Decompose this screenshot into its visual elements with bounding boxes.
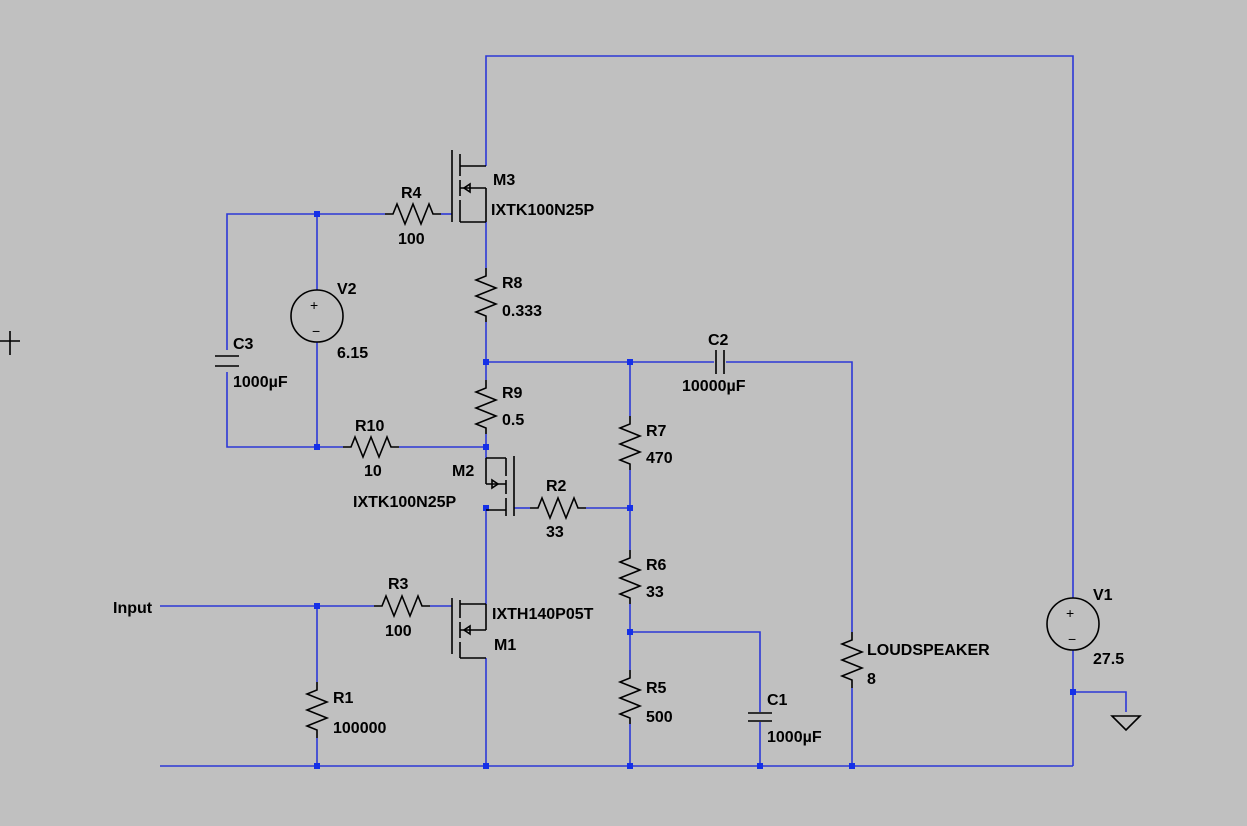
junction [627, 763, 633, 769]
resistor-r9[interactable] [473, 380, 499, 434]
mosfet-m1[interactable] [451, 598, 487, 659]
resistor-r7[interactable] [617, 416, 643, 470]
wire-c3-bottom[interactable] [226, 372, 343, 448]
loudspeaker-ref: LOUDSPEAKER [867, 642, 990, 659]
junction [483, 444, 489, 450]
wire-top-rail[interactable] [485, 55, 1074, 598]
junction [314, 444, 320, 450]
r7-value: 470 [646, 450, 673, 467]
resistor-loudspeaker[interactable] [839, 632, 865, 688]
junction [627, 629, 633, 635]
r8-ref: R8 [502, 275, 523, 292]
v2-ref: V2 [337, 281, 357, 298]
c3-ref: C3 [233, 336, 254, 353]
voltage-source-v2[interactable]: + − [290, 289, 344, 343]
r1-value: 100000 [333, 720, 386, 737]
r3-value: 100 [385, 623, 412, 640]
junction [757, 763, 763, 769]
r2-ref: R2 [546, 478, 567, 495]
junctions [314, 211, 1076, 769]
junction [314, 603, 320, 609]
capacitor-c2[interactable] [715, 350, 725, 374]
m2-model: IXTK100N25P [353, 494, 456, 511]
resistor-r8[interactable] [473, 268, 499, 322]
r1-ref: R1 [333, 690, 354, 707]
input-label: Input [113, 600, 153, 617]
r2-value: 33 [546, 524, 564, 541]
voltage-source-v1[interactable]: + − [1046, 597, 1100, 651]
junction [1070, 689, 1076, 695]
wire-c1-top[interactable] [630, 631, 761, 712]
resistor-r5[interactable] [617, 670, 643, 724]
v1-value: 27.5 [1093, 651, 1124, 668]
r5-value: 500 [646, 709, 673, 726]
loudspeaker-value: 8 [867, 671, 876, 688]
wires [160, 55, 1127, 767]
r6-value: 33 [646, 584, 664, 601]
crosshair-cursor-icon [0, 331, 20, 355]
r7-ref: R7 [646, 423, 667, 440]
r10-value: 10 [364, 463, 382, 480]
r3-ref: R3 [388, 576, 409, 593]
v2-value: 6.15 [337, 345, 368, 362]
capacitor-c3[interactable] [215, 355, 239, 367]
r6-ref: R6 [646, 557, 667, 574]
mosfet-m2[interactable] [485, 456, 515, 516]
resistor-r6[interactable] [617, 550, 643, 604]
resistor-r3[interactable] [374, 593, 430, 619]
resistor-r2[interactable] [530, 495, 586, 521]
junction [627, 359, 633, 365]
r4-value: 100 [398, 231, 425, 248]
r9-ref: R9 [502, 385, 523, 402]
v1-ref: V1 [1093, 587, 1113, 604]
r8-value: 0.333 [502, 303, 542, 320]
resistor-r4[interactable] [385, 201, 441, 227]
junction [483, 763, 489, 769]
plus-icon: + [1066, 605, 1074, 621]
junction [314, 211, 320, 217]
minus-icon: − [312, 323, 320, 339]
c2-ref: C2 [708, 332, 729, 349]
capacitor-c1[interactable] [748, 712, 772, 722]
c1-value: 1000µF [767, 729, 822, 746]
m1-model: IXTH140P05T [492, 606, 594, 623]
labels: Input R1 100000 R2 33 R3 100 R4 100 R5 5… [113, 172, 1124, 746]
r4-ref: R4 [401, 185, 422, 202]
wire-c3-top[interactable] [226, 213, 385, 350]
junction [627, 505, 633, 511]
m3-ref: M3 [493, 172, 515, 189]
c2-value: 10000µF [682, 378, 746, 395]
minus-icon: − [1068, 631, 1076, 647]
c3-value: 1000µF [233, 374, 288, 391]
mosfet-m3[interactable] [451, 150, 487, 223]
m3-model: IXTK100N25P [491, 202, 594, 219]
m1-ref: M1 [494, 637, 516, 654]
resistor-r1[interactable] [304, 682, 330, 738]
resistor-r10[interactable] [343, 434, 399, 460]
c1-ref: C1 [767, 692, 788, 709]
junction [483, 505, 489, 511]
wire-c2-speaker[interactable] [726, 361, 853, 632]
plus-icon: + [310, 297, 318, 313]
r5-ref: R5 [646, 680, 667, 697]
r9-value: 0.5 [502, 412, 524, 429]
junction [849, 763, 855, 769]
junction [314, 763, 320, 769]
wire-ground-symbol[interactable] [1073, 691, 1127, 712]
ground-symbol[interactable] [1110, 715, 1142, 732]
junction [483, 359, 489, 365]
m2-ref: M2 [452, 463, 474, 480]
r10-ref: R10 [355, 418, 384, 435]
